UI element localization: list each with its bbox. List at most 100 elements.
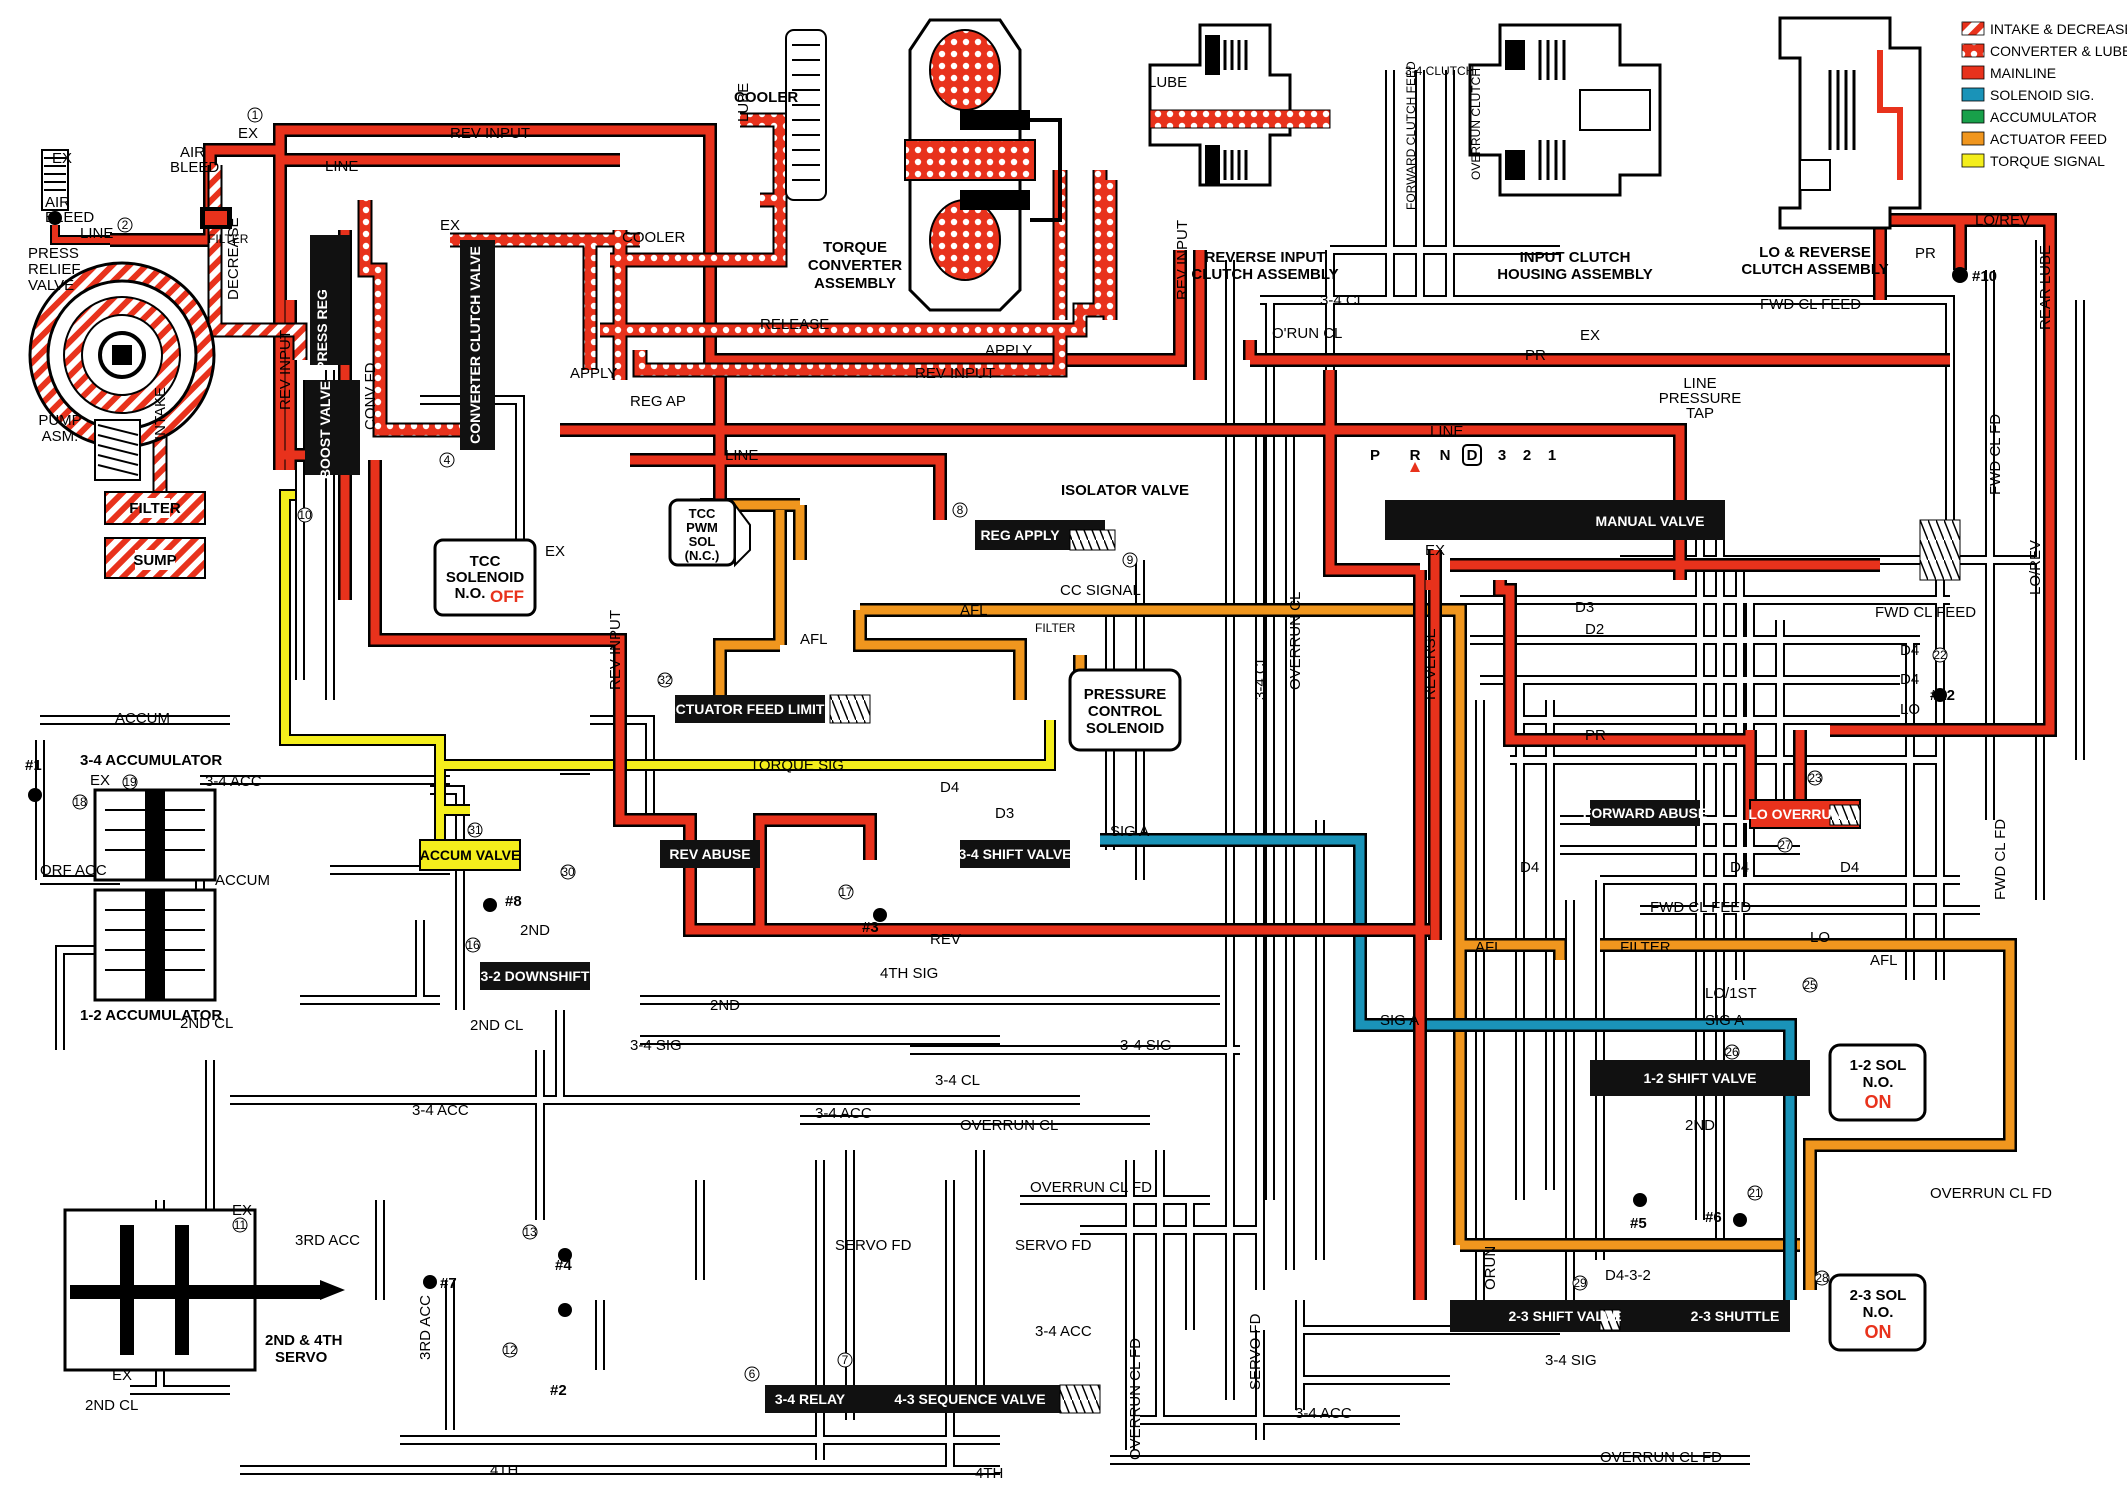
- reverse-input-clutch: [1148, 23, 1331, 187]
- accum34-label: 3-4 ACCUMULATOR: [80, 752, 222, 769]
- legend-item-accumulator: ACCUMULATOR: [1961, 109, 2097, 125]
- orifice-9: 9: [1127, 553, 1134, 567]
- orifice-23: 23: [1808, 771, 1822, 785]
- orifice-6: 6: [749, 1367, 756, 1381]
- pass-ex-9: EX: [52, 150, 72, 167]
- orifices: 1 2 4 6 7 8 9 10 11 12 13 16 17 18 19 21…: [72, 107, 1948, 1382]
- orifice-4: 4: [444, 453, 451, 467]
- sol23-line2: N.O.: [1863, 1304, 1894, 1321]
- pass-d4-low-3: D4: [1840, 859, 1859, 876]
- pass-34cl-mid: 3-4 CL: [935, 1072, 980, 1089]
- legend-label: INTAKE & DECREASE: [1990, 21, 2127, 37]
- air-bleed2-1: AIR: [180, 144, 205, 161]
- pass-34cl-top: 3-4 CL: [1320, 292, 1365, 309]
- pass-34cl-vert: 3-4 CL: [1252, 655, 1269, 700]
- pass-d2-right: D2: [1585, 621, 1604, 638]
- legend-item-actuator: ACTUATOR FEED: [1961, 131, 2107, 147]
- pass-torque-sig: TORQUE SIG: [750, 757, 844, 774]
- tap-label-2: PRESSURE: [1659, 390, 1742, 407]
- pass-ex-4: EX: [545, 543, 565, 560]
- pass-filter-left: FILTER: [208, 232, 249, 246]
- pass-rev-input-left: REV INPUT: [277, 330, 294, 410]
- pass-34-clutch: 3-4 CLUTCH: [1405, 64, 1474, 78]
- labels: COOLER TORQUE CONVERTER ASSEMBLY REVERSE…: [28, 61, 2054, 1482]
- pass-2nd-2: 2ND: [710, 997, 740, 1014]
- pass-4th-sig: 4TH SIG: [880, 965, 938, 982]
- pass-pr-lorev: PR: [1915, 245, 1936, 262]
- pass-pr-top: PR: [1525, 347, 1546, 364]
- cooler: [785, 29, 827, 201]
- servo-assembly: [63, 1208, 345, 1372]
- air-bleed1-1: AIR: [45, 194, 70, 211]
- pressure-control-solenoid: PRESSURE CONTROL SOLENOID: [1068, 668, 1182, 752]
- pass-pr-mid: PR: [1585, 727, 1606, 744]
- pass-line-pump: LINE: [80, 225, 113, 242]
- orifice-12: 12: [503, 1343, 517, 1357]
- pass-34-sig-2: 3-4 SIG: [1120, 1037, 1172, 1054]
- pass-rev-input-mid: REV INPUT: [915, 365, 995, 382]
- shift23-body: [1450, 1300, 1680, 1332]
- orifice-21: 21: [1748, 1186, 1762, 1200]
- pass-cc-signal: CC SIGNAL: [1060, 582, 1141, 599]
- cc-valve-body: [460, 240, 495, 450]
- pass-apply-1: APPLY: [985, 342, 1032, 359]
- air-bleed1-2: BLEED: [45, 209, 94, 226]
- pass-rev-input-right: REV INPUT: [1174, 220, 1191, 300]
- prndl-3: 3: [1498, 447, 1506, 464]
- pass-cooler: COOLER: [622, 229, 686, 246]
- pass-afl-right-2: AFL: [1870, 952, 1898, 969]
- pass-lo-rev-top: LO/REV: [1975, 212, 2030, 229]
- pump-assembly: [28, 261, 216, 481]
- pass-accum-1: ACCUM: [115, 710, 170, 727]
- pass-lo-rev-vert: LO/REV: [2027, 540, 2044, 595]
- pass-4th-1: 4TH: [490, 1462, 518, 1479]
- pass-3rd-acc-vert: 3RD ACC: [417, 1295, 434, 1360]
- pass-lube-rev: LUBE: [1148, 74, 1187, 91]
- relief-label-3: VALVE: [28, 277, 74, 294]
- orifice-28: 28: [1815, 1271, 1829, 1285]
- legend-item-intake: INTAKE & DECREASE: [1961, 21, 2127, 37]
- tcc-pwm-line1: TCC: [689, 506, 716, 521]
- prndl-r: R: [1410, 447, 1421, 464]
- check-balls: [28, 267, 1968, 1317]
- pass-line-manual: LINE: [1430, 423, 1463, 440]
- checkball-8: #8: [505, 893, 522, 910]
- pass-rev-input-top: REV INPUT: [450, 125, 530, 142]
- checkball-1: #1: [25, 757, 42, 774]
- pass-decrease: DECREASE: [225, 217, 242, 300]
- downshift32-body: [480, 962, 590, 990]
- tap-label-3: TAP: [1686, 405, 1714, 422]
- pass-servo-fd-vert: SERVO FD: [1247, 1313, 1264, 1390]
- orifice-26: 26: [1725, 1045, 1739, 1059]
- rev-abuse-label: REV ABUSE: [669, 846, 750, 862]
- orifice-17: 17: [839, 885, 853, 899]
- accum-valve-body: [419, 839, 521, 871]
- pass-fwd-cl-fd-2: FWD CL FD: [1992, 819, 2009, 900]
- pass-ex-6: EX: [90, 772, 110, 789]
- rev-abuse-body: [660, 840, 760, 868]
- manual-valve-body: [1385, 500, 1725, 540]
- pass-d4-right-2: D4: [1900, 671, 1919, 688]
- accum-12: [93, 888, 217, 1002]
- isolator-label: ISOLATOR VALVE: [1061, 482, 1189, 499]
- filter-label: FILTER: [129, 500, 181, 517]
- fwd-abuse-body: [1590, 800, 1700, 826]
- prndl-n: N: [1440, 447, 1451, 464]
- boost-label: BOOST VALVE: [317, 381, 333, 479]
- pass-line-top: LINE: [325, 158, 358, 175]
- pass-2nd-1: 2ND: [520, 922, 550, 939]
- lorev-label-2: CLUTCH ASSEMBLY: [1741, 261, 1888, 278]
- pass-apply-2: APPLY: [570, 365, 617, 382]
- tcc-pwm-solenoid: TCC PWM SOL (N.C.): [668, 498, 751, 568]
- torque-signal-passages: [279, 489, 1056, 840]
- pump-label-2: ASM.: [42, 428, 79, 445]
- orifice-29: 29: [1573, 1276, 1587, 1290]
- pass-reverse: REVERSE: [1422, 628, 1439, 700]
- pass-2nd-3: 2ND: [1685, 1117, 1715, 1134]
- checkball-5: #5: [1630, 1215, 1647, 1232]
- tap-label-1: LINE: [1683, 375, 1716, 392]
- pass-3rd-acc: 3RD ACC: [295, 1232, 360, 1249]
- checkball-10: #10: [1972, 268, 1997, 285]
- prndl-p: P: [1370, 447, 1380, 464]
- boost-valve-body: [305, 380, 360, 475]
